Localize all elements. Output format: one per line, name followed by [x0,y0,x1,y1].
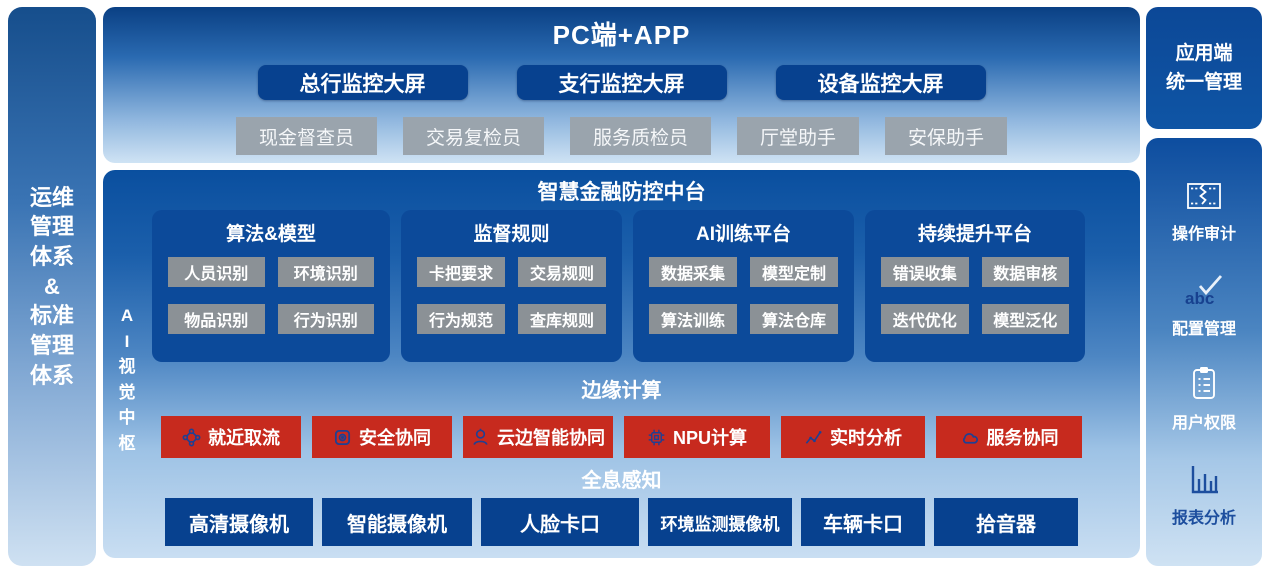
icon-box [1186,460,1222,496]
item-algorithm-training: 算法训练 [649,304,737,334]
edge-nearby-streaming: 就近取流 [161,416,301,458]
mgmt-item-label: 报表分析 [1171,509,1236,527]
ops-standards-rail: 运维 管理 体系 & 标准 管理 体系 [8,7,96,566]
column-grid: 数据采集 模型定制 算法训练 算法仓库 [633,257,854,334]
chip-icon [648,429,665,445]
item-person-recognition: 人员识别 [168,257,265,287]
edge-npu-computing: NPU计算 [624,416,770,458]
column-title: 持续提升平台 [917,224,1032,245]
smart-finance-platform-panel: 智慧金融防控中台 A I 视 觉 中 枢 算法&模型 人员识别 环境识别 物品识… [103,170,1140,558]
bar-chart-icon [1191,465,1218,493]
role-transaction-reviewer: 交易复检员 [402,117,544,155]
role-security-assistant: 安保助手 [885,117,1008,155]
column-continuous-improvement: 持续提升平台 错误收集 数据审核 迭代优化 模型泛化 [865,210,1085,362]
screen-head-office: 总行监控大屏 [257,65,468,100]
mgmt-user-permissions: 用户权限 [1172,365,1236,433]
roles-row: 现金督查员 交易复检员 服务质检员 厅堂助手 安保助手 [103,117,1140,155]
column-grid: 错误收集 数据审核 迭代优化 模型泛化 [865,257,1085,334]
edge-computing-row: 就近取流 安全协同 云边智能协同 [103,416,1140,458]
item-algorithm-warehouse: 算法仓库 [750,304,838,334]
secure-box-icon [334,429,351,445]
icon-box [1187,365,1221,401]
device-face-checkpoint: 人脸卡口 [481,498,639,546]
app-unified-management-panel: 操作审计 abc 配置管理 用户权限 [1146,138,1262,566]
column-algorithms-models: 算法&模型 人员识别 环境识别 物品识别 行为识别 [152,210,390,362]
edge-button-label: 安全协同 [359,428,431,448]
app-unified-management-title: 应用端 统一管理 [1165,42,1242,93]
device-hd-camera: 高清摄像机 [165,498,313,546]
platform-title: 智慧金融防控中台 [537,181,706,204]
item-object-recognition: 物品识别 [168,304,265,334]
edge-secure-collaboration: 安全协同 [312,416,452,458]
item-iterative-optimization: 迭代优化 [881,304,969,334]
column-title: 监督规则 [473,224,550,245]
role-service-qc: 服务质检员 [569,117,711,155]
item-data-review: 数据审核 [981,257,1069,287]
mgmt-item-label: 配置管理 [1171,320,1236,338]
realtime-chart-icon [805,430,822,444]
ops-standards-label: 运维 管理 体系 & 标准 管理 体系 [29,184,74,388]
item-model-customization: 模型定制 [750,257,838,287]
svg-text:abc: abc [1185,289,1214,307]
column-supervision-rules: 监督规则 卡把要求 交易规则 行为规范 查库规则 [401,210,622,362]
role-cash-inspector: 现金督查员 [235,117,377,155]
icon-box [1185,176,1223,212]
network-icon [182,428,201,446]
item-card-handling: 卡把要求 [417,257,505,287]
pc-app-panel: PC端+APP 总行监控大屏 支行监控大屏 设备监控大屏 现金督查员 交易复检员… [103,7,1140,163]
edge-computing-title: 边缘计算 [581,380,662,402]
item-environment-recognition: 环境识别 [277,257,374,287]
role-lobby-assistant: 厅堂助手 [737,117,860,155]
edge-button-label: 云边智能协同 [497,428,605,448]
column-ai-training-platform: AI训练平台 数据采集 模型定制 算法训练 算法仓库 [633,210,854,362]
pc-app-title: PC端+APP [552,20,691,50]
mgmt-config-management: abc 配置管理 [1172,271,1236,339]
cloud-icon [962,432,978,444]
abc-check-icon: abc [1185,274,1223,307]
edge-service-collaboration: 服务协同 [936,416,1082,458]
edge-button-label: 服务协同 [986,428,1059,448]
ai-head-icon [473,428,488,445]
item-data-collection: 数据采集 [649,257,737,287]
item-error-collection: 错误收集 [881,257,969,287]
device-smart-camera: 智能摄像机 [322,498,472,546]
app-unified-management-header: 应用端 统一管理 [1146,7,1262,129]
mgmt-report-analysis: 报表分析 [1172,460,1236,528]
device-audio-pickup: 拾音器 [934,498,1078,546]
ai-vision-hub-label: A I 视 觉 中 枢 [118,306,136,453]
mgmt-operation-audit: 操作审计 [1172,176,1236,244]
item-behavior-recognition: 行为识别 [277,304,374,334]
column-grid: 人员识别 环境识别 物品识别 行为识别 [152,257,390,334]
platform-columns: 算法&模型 人员识别 环境识别 物品识别 行为识别 监督规则 卡把要求 交易规则… [152,210,1085,362]
mgmt-item-label: 用户权限 [1171,415,1236,433]
item-model-generalization: 模型泛化 [981,304,1069,334]
edge-button-label: 就近取流 [208,428,280,448]
mgmt-item-label: 操作审计 [1171,226,1236,244]
column-grid: 卡把要求 交易规则 行为规范 查库规则 [401,257,622,334]
edge-button-label: 实时分析 [830,428,902,448]
icon-box: abc [1183,271,1225,307]
edge-button-label: NPU计算 [672,428,747,448]
screen-device: 设备监控大屏 [775,65,986,100]
item-transaction-rules: 交易规则 [518,257,606,287]
column-title: AI训练平台 [695,224,791,245]
monitor-screens-row: 总行监控大屏 支行监控大屏 设备监控大屏 [103,65,1140,100]
audit-log-icon [1187,183,1221,210]
holographic-perception-title: 全息感知 [581,470,662,492]
item-vault-check-rules: 查库规则 [518,304,606,334]
item-behavior-norms: 行为规范 [417,304,505,334]
column-title: 算法&模型 [226,224,316,245]
edge-realtime-analysis: 实时分析 [781,416,925,458]
device-env-monitoring-camera: 环境监测摄像机 [648,498,792,546]
device-vehicle-checkpoint: 车辆卡口 [801,498,925,546]
screen-branch: 支行监控大屏 [516,65,727,100]
edge-cloud-edge-ai: 云边智能协同 [463,416,613,458]
perception-devices-row: 高清摄像机 智能摄像机 人脸卡口 环境监测摄像机 车辆卡口 拾音器 [103,498,1140,546]
clipboard-icon [1193,367,1215,400]
